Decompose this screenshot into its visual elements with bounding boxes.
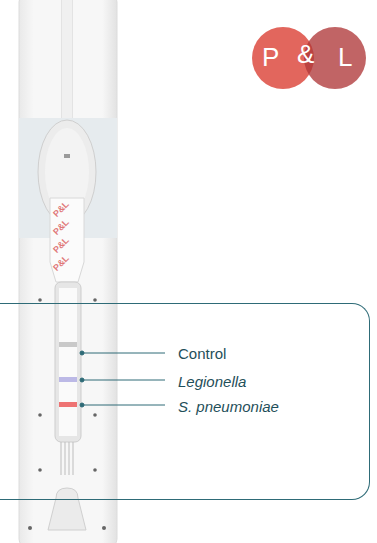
strip-line-label: Control [178,345,226,363]
logo-letter: P [262,44,279,70]
callout-box: ControlLegionella S. pneumoniae [0,303,370,500]
strip-line-label: Legionella [178,373,246,391]
logo-ampersand: & [297,41,314,67]
logo-letter: L [338,44,352,70]
strip-line-label: S. pneumoniae [178,398,279,416]
